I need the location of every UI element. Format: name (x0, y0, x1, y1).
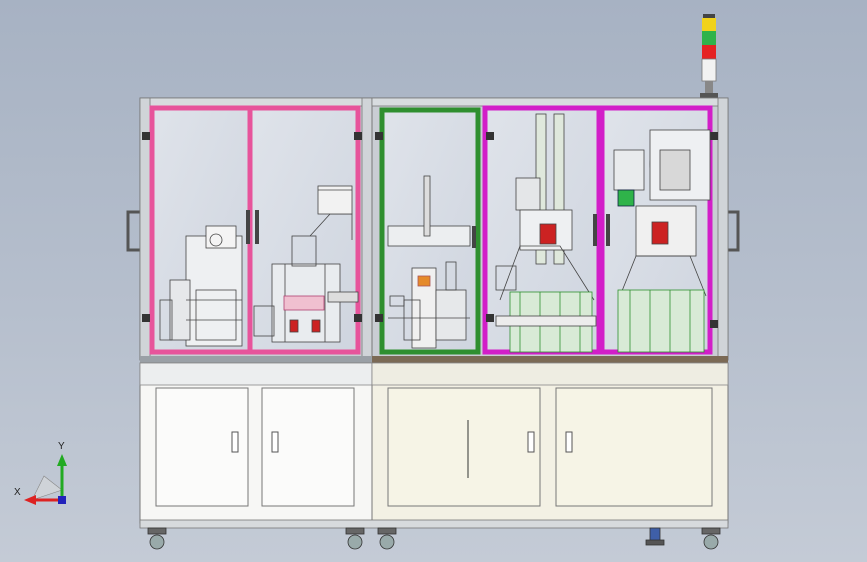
base-rail (139, 519, 729, 529)
door-handle (255, 210, 259, 244)
cabinet-handle (527, 431, 535, 453)
cabinet-right (371, 362, 729, 524)
mechanism-module-2 (387, 175, 471, 349)
deck-plate (372, 356, 728, 363)
hinges (142, 132, 718, 328)
right-handle (726, 210, 740, 252)
mechanism-module-4 (613, 129, 711, 353)
lamp-red (702, 45, 716, 59)
axis-x-label: X (14, 487, 21, 498)
cabinet-handle (231, 431, 239, 453)
cabinet-left (139, 362, 373, 524)
lamp-yellow (702, 18, 716, 31)
cabinet-handle (271, 431, 279, 453)
signal-tower (700, 14, 718, 99)
door-handle (246, 210, 250, 244)
mechanism-module-1 (159, 185, 359, 347)
door-handle (606, 214, 610, 246)
axis-triad (24, 454, 67, 505)
axis-y-label: Y (58, 441, 65, 452)
cabinet-handle (565, 431, 573, 453)
door-handle (593, 214, 597, 246)
door-handle (472, 226, 476, 248)
lamp-green (702, 31, 716, 45)
casters (147, 527, 721, 550)
mechanism-module-3 (495, 113, 597, 353)
green-indicator-icon (617, 189, 635, 207)
left-handle (126, 210, 140, 252)
axis-z (58, 496, 66, 504)
